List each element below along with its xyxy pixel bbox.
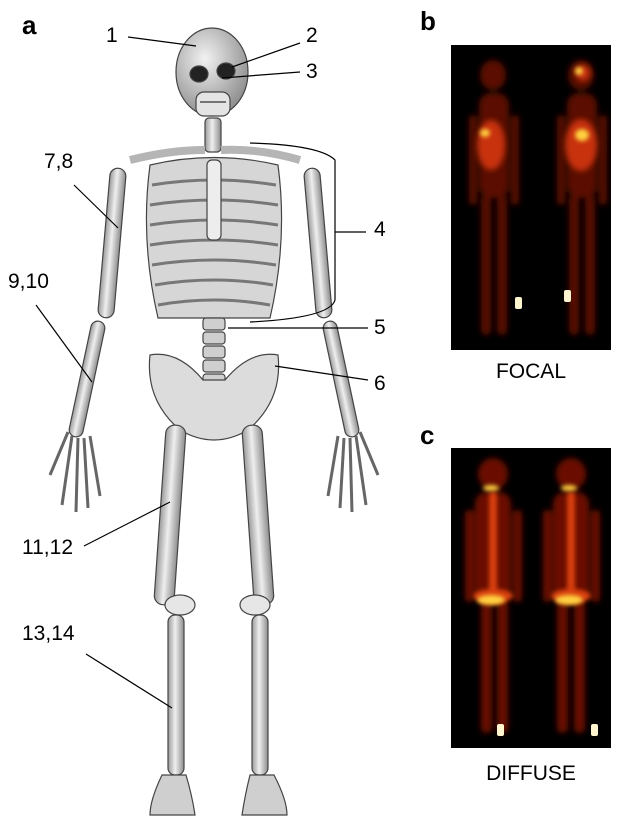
right-orbit bbox=[217, 63, 235, 79]
right-hand bbox=[328, 432, 378, 512]
leader-line-9-10 bbox=[36, 305, 92, 382]
leader-line-13-14 bbox=[86, 654, 172, 708]
left-knee bbox=[165, 595, 195, 615]
focal-bone-scan bbox=[451, 45, 611, 350]
left-forearm bbox=[68, 320, 106, 438]
left-tibia bbox=[168, 615, 184, 775]
label-7-8: 7,8 bbox=[44, 150, 73, 174]
label-11-12: 11,12 bbox=[22, 536, 73, 560]
right-foot bbox=[242, 775, 287, 815]
label-9-10: 9,10 bbox=[8, 270, 49, 294]
diffuse-bone-scan bbox=[451, 448, 611, 748]
right-forearm bbox=[322, 320, 360, 438]
left-foot bbox=[150, 775, 195, 815]
left-orbit bbox=[190, 66, 208, 82]
label-6: 6 bbox=[374, 372, 386, 396]
panel-letter-b: b bbox=[420, 6, 436, 37]
label-3: 3 bbox=[306, 60, 318, 84]
skeleton-illustration bbox=[0, 0, 420, 826]
sternum bbox=[207, 160, 221, 240]
lumbar-spine bbox=[203, 318, 225, 386]
left-hand bbox=[50, 432, 100, 512]
jaw bbox=[196, 92, 230, 116]
right-knee bbox=[240, 595, 270, 615]
cervical-spine bbox=[205, 118, 221, 152]
label-5: 5 bbox=[374, 316, 386, 340]
right-humerus bbox=[303, 168, 332, 319]
left-humerus bbox=[97, 168, 126, 319]
right-tibia bbox=[252, 615, 268, 775]
diffuse-caption: DIFFUSE bbox=[451, 762, 611, 786]
left-femur bbox=[154, 425, 187, 606]
leader-line-11-12 bbox=[84, 502, 170, 546]
label-2: 2 bbox=[306, 24, 318, 48]
focal-caption: FOCAL bbox=[451, 360, 611, 384]
leader-line-6 bbox=[275, 366, 368, 380]
label-1: 1 bbox=[106, 24, 118, 48]
label-4: 4 bbox=[374, 218, 386, 242]
panel-letter-c: c bbox=[420, 420, 434, 451]
label-13-14: 13,14 bbox=[22, 622, 75, 646]
right-femur bbox=[242, 425, 275, 606]
